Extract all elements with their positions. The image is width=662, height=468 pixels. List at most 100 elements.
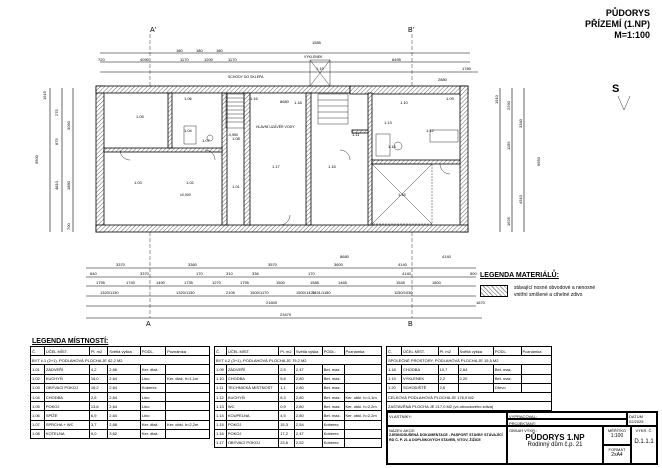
dim-bottom-1e: 8680 (340, 254, 350, 259)
table-cell: Ker. obkl. h=2,2m (343, 401, 382, 412)
dim-bottom-1c: 3570 (268, 262, 278, 267)
format-label: FORMÁT (608, 447, 626, 452)
dim-right-3: 3340 (518, 118, 523, 128)
table-cell: SPÍŽE (43, 410, 90, 421)
table-cell: OBÝVACÍ POKOJ (225, 437, 280, 449)
dim-bottom-3g: 1500 (276, 280, 286, 285)
common-caption: SPOLEČNÉ PROSTORY, PODLAHOVÁ PLOCHA JE 1… (386, 355, 552, 366)
dim-bottom-4a: 1320/1130 (100, 290, 119, 295)
rooms-table-common: Č. ÚČEL MÍST. Pl. m2 Světlá výška PODL. … (386, 345, 553, 412)
dim-bottom-1a: 3370 (116, 262, 126, 267)
table-cell: 2,64 (457, 364, 494, 375)
table-cell: 1.16 (214, 428, 227, 439)
col-header-height: Světlá výška (293, 345, 323, 357)
dim-top-3d: 1200 (204, 57, 214, 62)
dim-left-7: 1880 (66, 180, 71, 190)
table-header: Č. ÚČEL MÍST. Pl. m2 Světlá výška PODL. … (214, 345, 382, 357)
col-header-purpose: ÚČEL MÍST. (43, 345, 90, 357)
table-cell: KOTELNA (43, 428, 90, 439)
table-cell: VÝKLENEK (401, 373, 439, 384)
scale-label: MĚŘÍTKO (607, 428, 627, 433)
col-header-height: Světlá výška (457, 345, 494, 357)
dim-bottom-3e: 1270 (212, 280, 222, 285)
dim-top-2a: 180 (176, 48, 183, 53)
table-cell: Bet. maz. (321, 410, 345, 421)
north-mark: S (612, 83, 619, 95)
table-cell: 2,66 (107, 364, 141, 375)
room-label-1-06: 1.06 (184, 96, 193, 101)
table-cell: SPRCHA + WC (43, 419, 90, 430)
designer-label: VYPRACOVAL: (509, 414, 537, 419)
materials-legend-item: stávající nosné obvodové a nenosné vnitř… (480, 285, 655, 299)
header-subtitle: PŘÍZEMÍ (1.NP) (584, 19, 650, 29)
table-cell: Ker. obkl. h=1,1m (343, 391, 382, 403)
flat1-caption: BYT č.1 (2+1), PODLAHOVÁ PLOCHA JE 62,2 … (30, 355, 210, 366)
table-cell: 3,62 (107, 428, 141, 439)
table-cell: ZÁDVEŘÍ (225, 364, 280, 375)
dim-bottom-4c: 2105 (226, 290, 236, 295)
sheet-cell: VÝKR. Č. D.1.1.1 (631, 426, 657, 464)
table-cell: 1.02 (30, 373, 45, 384)
table-cell: 1.05 (30, 401, 45, 412)
table-cell: 2,54 (293, 419, 323, 430)
table-cell (343, 382, 382, 393)
table-cell: 2,80 (293, 410, 323, 421)
content-label: OBSAH VÝKR.: (509, 428, 538, 433)
table-cell: 0,9 (278, 401, 295, 412)
table-cell: Koberec (139, 382, 167, 393)
dim-bottom-1d: 3600 (334, 262, 344, 267)
dim-top-2c: 180 (216, 48, 223, 53)
col-header-num: Č. (386, 345, 402, 357)
designer-cell: VYPRACOVAL: (507, 412, 627, 419)
room-label-1-14: 1.14 (388, 144, 397, 149)
table-cell: 1.15 (214, 419, 227, 430)
project-cell: PROJEKTANT: (507, 419, 627, 426)
table-cell: Bet. maz. (321, 373, 345, 384)
dim-left-1: 1915 (42, 90, 47, 100)
table-cell: 1.01 (30, 364, 45, 375)
table-cell: CHODBA (43, 391, 90, 403)
table-cell: 2,80 (293, 382, 323, 393)
drawing-header: PŮDORYS PŘÍZEMÍ (1.NP) M=1:100 (585, 8, 650, 41)
table-cell: Koberec (321, 437, 345, 449)
dim-top-3c: 1170 (180, 57, 189, 62)
table-cell: 1.10 (214, 373, 227, 384)
dim-total-1: 21600 (266, 300, 278, 305)
room-label-1-03: 1.03 (134, 180, 143, 185)
table-cell: CHODBA (225, 373, 280, 384)
room-label-1-08: 1.08 (232, 136, 241, 141)
table-cell: 1.04 (30, 391, 45, 403)
dim-top-2b: 180 (196, 48, 203, 53)
table-cell: Ker. obkl. h=2,2m (165, 419, 210, 430)
table-cell: KOUPELNA (225, 410, 280, 421)
dim-left-6: 4810 (54, 180, 59, 190)
scale-value: 1:100 (610, 433, 624, 439)
room-label-1-02: 1.02 (186, 180, 195, 185)
room-label-1-01: 1.01 (232, 184, 241, 189)
table-cell: 2,20 (457, 373, 494, 384)
dim-right-4: 9950 (536, 156, 541, 166)
section-b-top: B' (408, 27, 414, 34)
title-block: VLASTNÍKY: VYPRACOVAL: PROJEKTANT: DATUM… (386, 411, 658, 465)
table-header: Č. ÚČEL MÍST. Pl. m2 Světlá výška PODL. … (30, 345, 210, 357)
table-cell (165, 410, 210, 421)
table-cell: 1.12 (214, 391, 227, 403)
room-label-1-09: 1.09 (446, 96, 455, 101)
table-cell: 5,8 (278, 373, 295, 384)
table-cell: WC (225, 401, 280, 412)
table-cell: POKOJ (225, 419, 280, 430)
room-label-1-13: 1.13 (384, 120, 393, 125)
table-cell: 15,3 (278, 419, 295, 430)
dim-top-4a: 8680 (280, 99, 290, 104)
section-b-bottom: B (408, 321, 413, 328)
table-cell: 2,64 (107, 410, 141, 421)
